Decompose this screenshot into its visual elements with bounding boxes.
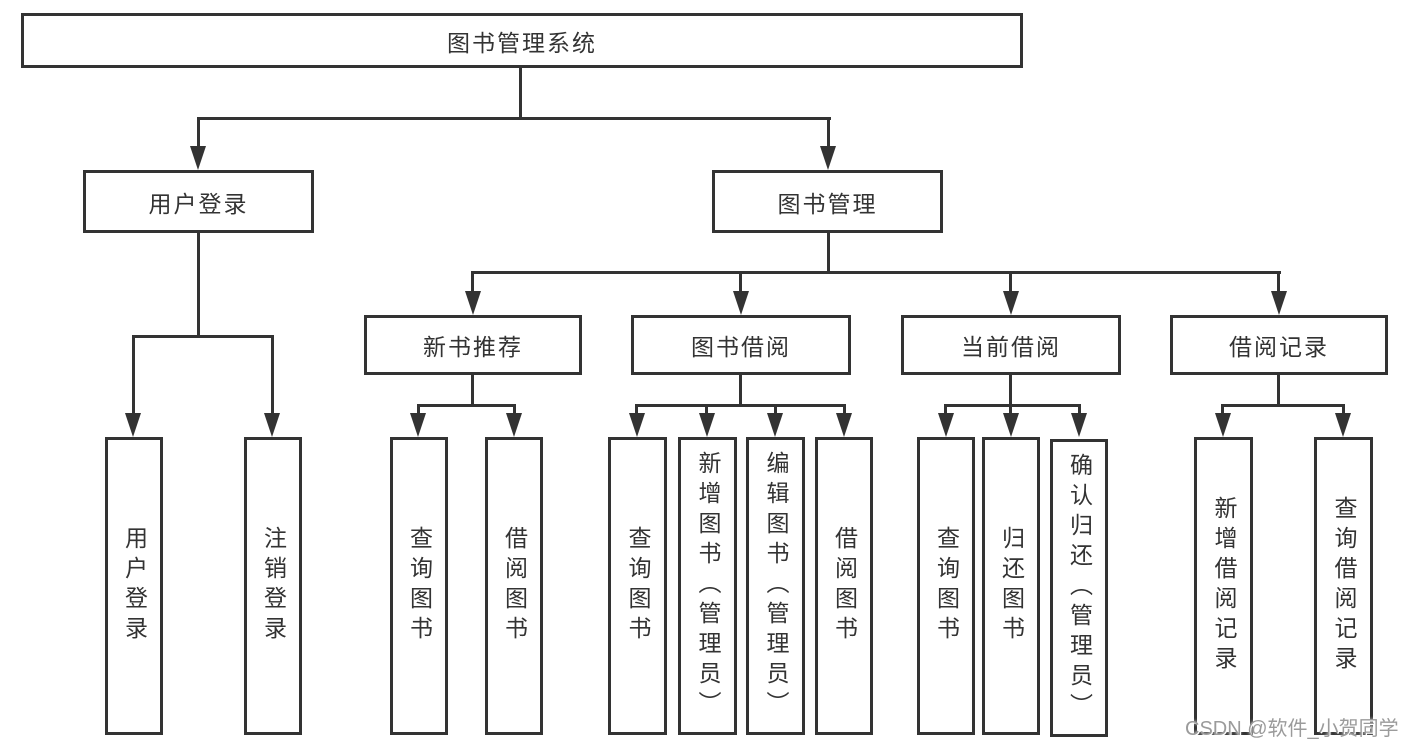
arrow-down-icon (506, 413, 522, 437)
connector-userlogin-stem (197, 233, 200, 338)
connector-l3-hline (471, 271, 1281, 274)
node-book-management: 图书管理 (712, 170, 943, 233)
leaf-borrow-borrow-book: 借阅图书 (815, 437, 873, 735)
connector-shaft (1277, 271, 1280, 293)
leaf-record-add: 新增借阅记录 (1194, 437, 1253, 735)
node-current-borrow: 当前借阅 (901, 315, 1121, 375)
leaf-record-query-label: 查询借阅记录 (1331, 496, 1357, 676)
leaf-logout: 注销登录 (244, 437, 302, 735)
connector-shaft (739, 271, 742, 293)
connector-hline (417, 404, 516, 407)
connector-shaft (1342, 404, 1345, 415)
leaf-newbook-borrow-label: 借阅图书 (501, 526, 528, 646)
connector-shaft (1009, 404, 1012, 415)
connector-userlogin-hline (132, 335, 274, 338)
connector-shaft (1078, 404, 1081, 415)
arrow-down-icon (1335, 413, 1351, 437)
node-book-borrow: 图书借阅 (631, 315, 851, 375)
connector-stem (1009, 375, 1012, 407)
connector-shaft (944, 404, 947, 415)
leaf-newbook-query-label: 查询图书 (406, 526, 433, 646)
arrow-down-icon (125, 413, 141, 437)
connector-stem (471, 375, 474, 407)
connector-shaft (471, 271, 474, 293)
connector-userlogin-shaft (197, 117, 200, 149)
csdn-watermark: CSDN @软件_小贺同学 (1185, 718, 1399, 740)
connector-hline (944, 404, 1081, 407)
leaf-newbook-query: 查询图书 (390, 437, 448, 735)
connector-shaft (132, 335, 135, 415)
leaf-current-return: 归还图书 (982, 437, 1040, 735)
leaf-record-query: 查询借阅记录 (1314, 437, 1373, 735)
leaf-borrow-borrow-book-label: 借阅图书 (831, 526, 858, 646)
leaf-borrow-edit-book: 编辑图书（管理员） (746, 437, 805, 735)
leaf-record-add-label: 新增借阅记录 (1211, 496, 1237, 676)
arrow-down-icon (1271, 291, 1287, 315)
leaf-borrow-add-book-label: 新增图书（管理员） (695, 451, 721, 721)
node-root-label: 图书管理系统 (447, 29, 597, 56)
arrow-down-icon (190, 146, 206, 170)
connector-hline (635, 404, 846, 407)
leaf-current-query-label: 查询图书 (933, 526, 960, 646)
node-user-login-label: 用户登录 (148, 190, 249, 217)
arrow-down-icon (1003, 413, 1019, 437)
node-user-login: 用户登录 (83, 170, 314, 233)
connector-shaft (843, 404, 846, 415)
node-borrow-record-label: 借阅记录 (1229, 334, 1329, 360)
node-book-management-label: 图书管理 (777, 190, 878, 217)
connector-bookmgmt-shaft (827, 117, 830, 149)
leaf-user-login-label: 用户登录 (121, 526, 148, 646)
arrow-down-icon (410, 413, 426, 437)
arrow-down-icon (1003, 291, 1019, 315)
leaf-current-query: 查询图书 (917, 437, 975, 735)
connector-bookmgmt-stem (827, 233, 830, 274)
arrow-down-icon (465, 291, 481, 315)
arrow-down-icon (820, 146, 836, 170)
leaf-user-login: 用户登录 (105, 437, 163, 735)
leaf-logout-label: 注销登录 (260, 526, 287, 646)
arrow-down-icon (1071, 413, 1087, 437)
leaf-current-confirm-return-label: 确认归还（管理员） (1066, 453, 1093, 723)
connector-stem (739, 375, 742, 407)
leaf-borrow-query-label: 查询图书 (625, 526, 651, 646)
arrow-down-icon (1215, 413, 1231, 437)
connector-shaft (635, 404, 638, 415)
arrow-down-icon (629, 413, 645, 437)
connector-shaft (417, 404, 420, 415)
leaf-borrow-edit-book-label: 编辑图书（管理员） (763, 451, 789, 721)
connector-hline (1221, 404, 1345, 407)
arrow-down-icon (938, 413, 954, 437)
leaf-newbook-borrow: 借阅图书 (485, 437, 543, 735)
connector-shaft (705, 404, 708, 415)
connector-shaft (1009, 271, 1012, 293)
node-current-borrow-label: 当前借阅 (961, 334, 1061, 360)
connector-stem (1277, 375, 1280, 407)
arrow-down-icon (836, 413, 852, 437)
connector-l2-hline (197, 117, 831, 120)
node-borrow-record: 借阅记录 (1170, 315, 1388, 375)
arrow-down-icon (264, 413, 280, 437)
node-new-book-recommend: 新书推荐 (364, 315, 582, 375)
arrow-down-icon (699, 413, 715, 437)
connector-root-stem (519, 68, 522, 119)
connector-shaft (271, 335, 274, 415)
leaf-borrow-add-book: 新增图书（管理员） (678, 437, 737, 735)
connector-shaft (774, 404, 777, 415)
arrow-down-icon (767, 413, 783, 437)
connector-shaft (1221, 404, 1224, 415)
leaf-borrow-query: 查询图书 (608, 437, 667, 735)
leaf-current-confirm-return: 确认归还（管理员） (1050, 439, 1108, 737)
connector-shaft (513, 404, 516, 415)
node-root: 图书管理系统 (21, 13, 1023, 68)
leaf-current-return-label: 归还图书 (998, 526, 1025, 646)
node-book-borrow-label: 图书借阅 (691, 334, 791, 360)
arrow-down-icon (733, 291, 749, 315)
node-new-book-recommend-label: 新书推荐 (423, 334, 523, 360)
